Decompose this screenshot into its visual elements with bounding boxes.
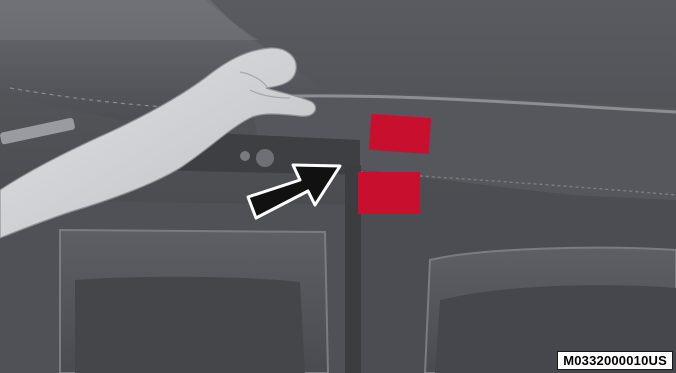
door-window-inner <box>75 277 305 373</box>
hook-and-loop-fastener-lower <box>358 172 420 214</box>
rail-bolt-small <box>240 151 250 161</box>
figure-code-label: M0332000010US <box>557 351 673 370</box>
hook-and-loop-fastener-upper <box>369 114 431 154</box>
rail-bolt <box>256 149 274 167</box>
